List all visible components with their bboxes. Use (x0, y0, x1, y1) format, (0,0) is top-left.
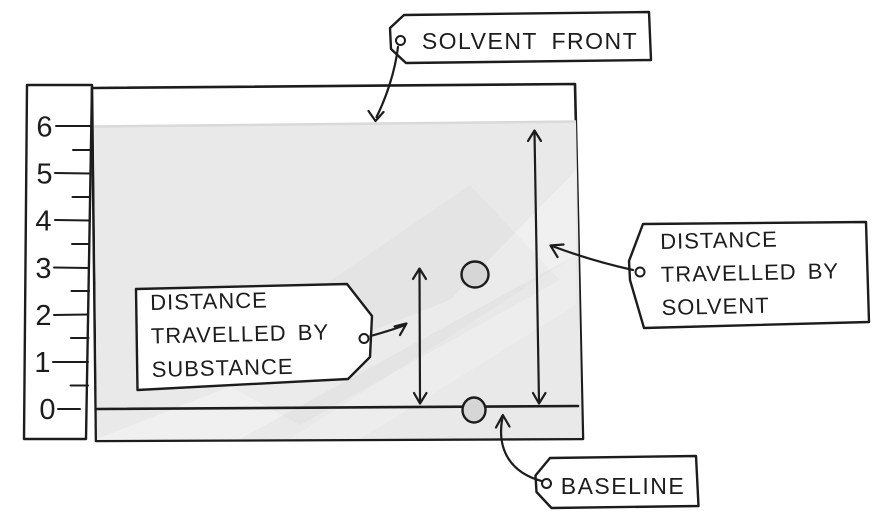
ruler: 6 5 4 3 2 1 0 (22, 83, 94, 441)
tag-solvent-front: SOLVENT FRONT (367, 10, 653, 123)
tag-baseline-pointer (500, 415, 543, 483)
sheen-highlight-2 (290, 255, 576, 439)
tag-distance-substance-body (134, 282, 374, 392)
tag-distance-solvent-labels: DISTANCE TRAVELLED BY SOLVENT (660, 227, 840, 320)
substance-arrow-head-top (411, 267, 428, 281)
substance-spot (460, 260, 490, 289)
solvent-arrow-head-bottom (531, 391, 547, 405)
ruler-label-3: 3 (35, 253, 52, 285)
tag-distance-solvent-eyelet-icon (634, 266, 646, 278)
substance-arrow-head-bottom (412, 391, 428, 405)
tag-distance-substance-line-3: SUBSTANCE (151, 354, 293, 382)
tag-distance-substance-line-1: DISTANCE (150, 287, 268, 315)
tag-distance-substance: DISTANCE TRAVELLED BY SUBSTANCE (134, 282, 408, 392)
tag-baseline-pointer-head (494, 413, 511, 429)
ruler-label-2: 2 (35, 300, 52, 332)
tag-distance-substance-pointer (369, 324, 406, 338)
tag-solvent-front-label: SOLVENT FRONT (422, 28, 638, 54)
tag-distance-solvent-line-1: DISTANCE (660, 227, 778, 254)
tag-distance-substance-line-2: TRAVELLED BY (151, 319, 330, 348)
solvent-distance-arrow (526, 129, 547, 405)
tag-distance-substance-pointer-head (393, 322, 408, 337)
tag-solvent-front-body (388, 10, 653, 65)
ruler-labels: 6 5 4 3 2 1 0 (34, 112, 56, 427)
tag-distance-solvent-line-3: SOLVENT (661, 293, 770, 320)
tag-baseline-eyelet-icon (541, 478, 552, 489)
tag-distance-solvent-line-2: TRAVELLED BY (661, 258, 840, 287)
ruler-label-4: 4 (35, 206, 52, 238)
ruler-label-1: 1 (34, 347, 51, 379)
solvent-arrow-head-top (526, 129, 543, 143)
tag-solvent-front-eyelet-icon (395, 35, 406, 46)
substance-distance-arrow (411, 267, 428, 405)
baseline-line (95, 404, 580, 411)
tag-baseline: BASELINE (494, 413, 700, 510)
ruler-label-6: 6 (36, 112, 53, 144)
tag-baseline-body (534, 454, 700, 510)
tag-distance-substance-eyelet-icon (358, 333, 370, 344)
tag-distance-substance-labels: DISTANCE TRAVELLED BY SUBSTANCE (150, 287, 330, 382)
ruler-ticks (52, 125, 92, 410)
tag-distance-solvent: DISTANCE TRAVELLED BY SOLVENT (549, 220, 871, 330)
sheen-highlight (97, 170, 576, 439)
tag-solvent-front-pointer-head (367, 109, 385, 123)
tag-distance-solvent-pointer (550, 244, 635, 272)
tag-distance-solvent-body (627, 220, 871, 330)
baseline-spot (461, 396, 487, 424)
tag-distance-solvent-pointer-head (549, 243, 565, 259)
ruler-label-5: 5 (36, 159, 53, 191)
tag-solvent-front-pointer (375, 45, 400, 119)
substance-arrow-shaft (418, 268, 422, 404)
tag-baseline-label: BASELINE (561, 473, 686, 499)
solvent-arrow-shaft (533, 130, 541, 404)
ruler-label-0: 0 (39, 394, 56, 426)
solvent-front-line (93, 120, 577, 128)
